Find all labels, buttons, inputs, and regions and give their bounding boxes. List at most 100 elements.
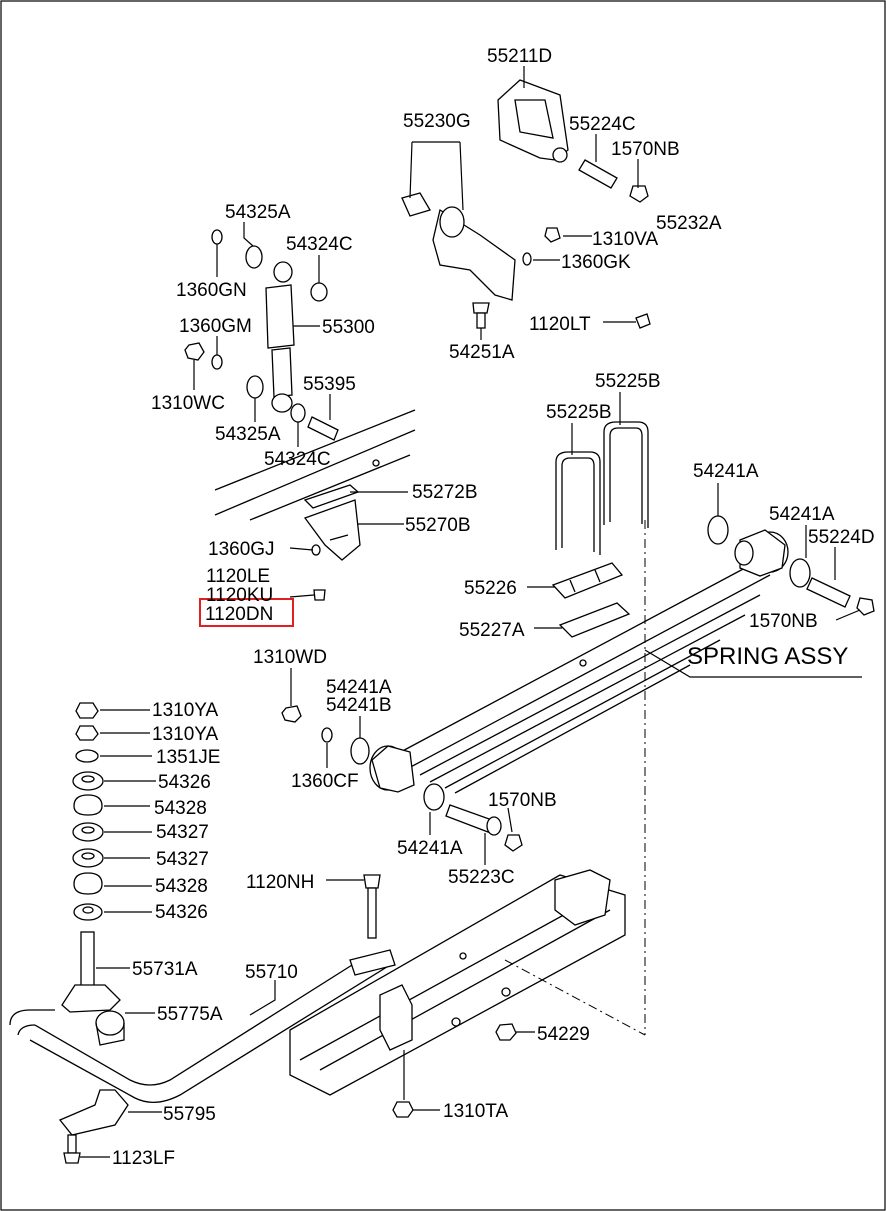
label-55223C[interactable]: 55223C	[448, 867, 515, 888]
label-1570NB-right[interactable]: 1570NB	[749, 611, 818, 632]
leaf-spring-assembly[interactable]	[369, 529, 789, 794]
label-54324C-top[interactable]: 54324C	[286, 234, 353, 255]
label-1310WC[interactable]: 1310WC	[151, 393, 225, 414]
label-1360GM[interactable]: 1360GM	[179, 316, 252, 337]
lower-frame-bracket[interactable]	[289, 869, 626, 1096]
bushing-54325A-bot[interactable]	[246, 375, 264, 399]
label-55300[interactable]: 55300	[322, 317, 375, 338]
label-1360GK[interactable]: 1360GK	[561, 252, 631, 273]
seat-55226[interactable]	[551, 562, 624, 599]
label-1310WD[interactable]: 1310WD	[253, 647, 327, 668]
label-1120LT[interactable]: 1120LT	[529, 314, 591, 335]
bolt-1123LF[interactable]	[63, 1134, 81, 1164]
stabilizer-bar-55710[interactable]	[9, 949, 396, 1103]
washer-1360GJ[interactable]	[311, 544, 321, 556]
bolt-54251A[interactable]	[472, 302, 490, 329]
label-55232A[interactable]: 55232A	[656, 213, 722, 234]
cushion-54326-1[interactable]	[72, 771, 104, 791]
nut-1310YA-1[interactable]	[75, 702, 99, 719]
link-55731A[interactable]	[61, 931, 121, 1013]
label-1120NH[interactable]: 1120NH	[246, 872, 314, 893]
label-55272B[interactable]: 55272B	[412, 482, 478, 503]
label-1123LF[interactable]: 1123LF	[112, 1148, 175, 1169]
bolt-55395[interactable]	[307, 416, 339, 441]
label-1360GJ[interactable]: 1360GJ	[208, 539, 275, 560]
washer-54324C-bot[interactable]	[290, 403, 306, 423]
washer-1360GN[interactable]	[211, 229, 223, 245]
cushion-54326-2[interactable]	[73, 903, 103, 921]
cushion-54328-1[interactable]	[73, 794, 103, 816]
cushion-54327-2[interactable]	[72, 848, 104, 868]
nut-54229[interactable]	[495, 1023, 517, 1041]
u-bolt-55225B-a[interactable]	[555, 451, 601, 555]
label-54324C-bot[interactable]: 54324C	[264, 449, 331, 470]
nut-1310WC[interactable]	[184, 342, 205, 361]
clamp-55795[interactable]	[58, 1089, 129, 1136]
bushing-54325A-top[interactable]	[245, 245, 263, 269]
nut-1570NB-top[interactable]	[629, 185, 649, 203]
label-54241B[interactable]: 54241B	[326, 695, 392, 716]
bracket-55211D[interactable]	[497, 79, 569, 163]
label-54325A-bot[interactable]: 54325A	[215, 424, 281, 445]
nut-1310VA[interactable]	[544, 227, 561, 243]
washer-54324C-top[interactable]	[310, 282, 328, 302]
label-55230G[interactable]: 55230G	[403, 111, 471, 132]
label-55775A[interactable]: 55775A	[157, 1004, 223, 1025]
bolt-1120LT[interactable]	[635, 313, 651, 329]
label-1360CF[interactable]: 1360CF	[291, 771, 359, 792]
shackle-55230G[interactable]	[401, 192, 516, 301]
washer-1360GM[interactable]	[211, 354, 223, 370]
u-bolt-55225B-b[interactable]	[603, 421, 649, 528]
label-55710[interactable]: 55710	[245, 962, 298, 983]
pad-55227A[interactable]	[558, 602, 631, 638]
label-55225B-a[interactable]: 55225B	[595, 371, 661, 392]
label-55226[interactable]: 55226	[464, 578, 517, 599]
label-54241A-1[interactable]: 54241A	[693, 461, 759, 482]
nut-1310WD[interactable]	[281, 705, 302, 723]
label-54327-1[interactable]: 54327	[156, 822, 209, 843]
label-54326-2[interactable]: 54326	[155, 902, 208, 923]
label-54241A-3[interactable]: 54241A	[326, 677, 392, 698]
cushion-54327-1[interactable]	[72, 822, 104, 842]
washer-1351JE[interactable]	[75, 749, 99, 763]
label-1120LE[interactable]: 1120LE	[206, 566, 270, 587]
label-55211D[interactable]: 55211D	[487, 46, 552, 67]
nut-1570NB-right[interactable]	[856, 597, 875, 616]
washer-1360GK[interactable]	[522, 252, 532, 266]
bracket-55270B[interactable]	[303, 499, 361, 561]
label-54326-1[interactable]: 54326	[158, 772, 211, 793]
label-55395[interactable]: 55395	[303, 374, 356, 395]
label-55731A[interactable]: 55731A	[132, 959, 198, 980]
bolt-1120NH[interactable]	[363, 874, 381, 939]
label-1310TA[interactable]: 1310TA	[443, 1101, 508, 1122]
label-54327-2[interactable]: 54327	[156, 849, 209, 870]
bushing-54241A-right2[interactable]	[789, 558, 811, 588]
pin-55224D[interactable]	[806, 577, 851, 608]
label-54325A-top[interactable]: 54325A	[225, 202, 291, 223]
bushing-55775A[interactable]	[95, 1010, 125, 1046]
label-54328-2[interactable]: 54328	[155, 876, 208, 897]
label-1310YA-1[interactable]: 1310YA	[152, 700, 219, 721]
pin-55223C[interactable]	[445, 804, 502, 836]
label-54241A-2[interactable]: 54241A	[769, 504, 835, 525]
label-54241A-4[interactable]: 54241A	[397, 838, 463, 859]
bushing-54241B[interactable]	[350, 737, 370, 765]
cushion-54328-2[interactable]	[73, 872, 103, 895]
label-1120KU[interactable]: 1120KU	[206, 585, 273, 606]
label-1570NB-top[interactable]: 1570NB	[611, 139, 680, 160]
washer-1360CF[interactable]	[321, 727, 333, 743]
label-54229[interactable]: 54229	[537, 1024, 590, 1045]
label-55270B[interactable]: 55270B	[405, 515, 471, 536]
label-55795[interactable]: 55795	[163, 1104, 216, 1125]
bolt-1120DN[interactable]	[313, 589, 326, 601]
label-54251A[interactable]: 54251A	[449, 342, 515, 363]
label-1120DN[interactable]: 1120DN	[205, 604, 273, 625]
shock-absorber-55300[interactable]	[265, 261, 295, 413]
label-1360GN[interactable]: 1360GN	[176, 280, 247, 301]
label-spring-assy[interactable]: SPRING ASSY	[687, 643, 848, 670]
label-55224C-top[interactable]: 55224C	[569, 114, 636, 135]
label-55227A[interactable]: 55227A	[459, 620, 525, 641]
label-55225B-b[interactable]: 55225B	[546, 402, 612, 423]
pin-55224C[interactable]	[578, 159, 618, 189]
label-1310VA[interactable]: 1310VA	[592, 229, 659, 250]
